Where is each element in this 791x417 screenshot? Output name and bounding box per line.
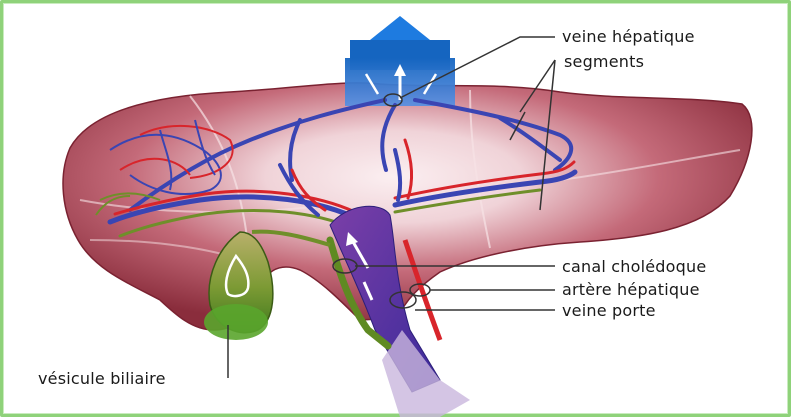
label-veine-hepatique: veine hépatique bbox=[562, 28, 695, 46]
label-segments: segments bbox=[564, 53, 644, 71]
label-artere-hepatique: artère hépatique bbox=[562, 281, 700, 299]
label-vesicule-biliaire: vésicule biliaire bbox=[38, 370, 166, 388]
label-canal-choledoque: canal cholédoque bbox=[562, 258, 706, 276]
portal-vein-lower bbox=[382, 330, 470, 417]
label-veine-porte: veine porte bbox=[562, 302, 656, 320]
vena-cava bbox=[345, 16, 455, 106]
